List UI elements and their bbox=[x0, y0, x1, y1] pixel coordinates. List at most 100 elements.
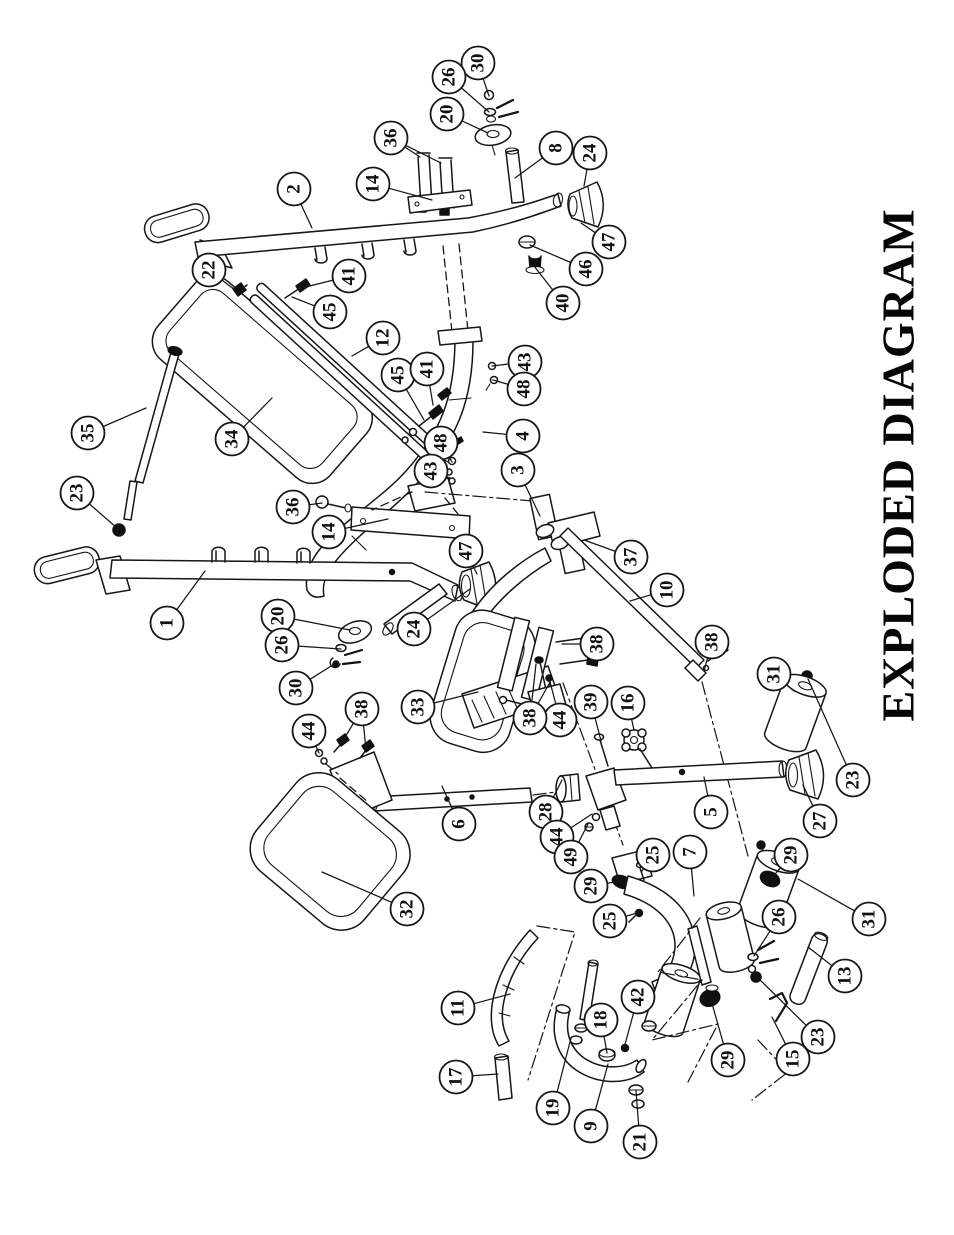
leader-line bbox=[533, 265, 554, 291]
leader-line bbox=[388, 187, 433, 201]
callout-balloon bbox=[59, 475, 95, 511]
callout-balloon bbox=[610, 685, 646, 721]
page-title: EXPLODED DIAGRAM bbox=[873, 208, 924, 721]
leader-line bbox=[362, 724, 367, 751]
callout-balloon bbox=[70, 415, 106, 451]
callout-number: 14 bbox=[363, 174, 384, 194]
callout-29: 29 bbox=[710, 999, 746, 1078]
callout-number: 6 bbox=[449, 819, 470, 829]
callout-47: 47 bbox=[448, 533, 484, 575]
callout-30: 30 bbox=[278, 662, 337, 706]
callout-29: 29 bbox=[573, 868, 622, 904]
leader-line bbox=[242, 397, 273, 428]
leader-line bbox=[524, 484, 541, 517]
callout-balloon bbox=[500, 452, 536, 488]
callout-balloon bbox=[355, 166, 391, 202]
front-post-group bbox=[424, 491, 601, 663]
callout-number: 46 bbox=[576, 260, 597, 279]
callout-14: 14 bbox=[311, 514, 389, 550]
callout-balloon bbox=[389, 891, 425, 927]
callout-number: 38 bbox=[702, 633, 723, 652]
callout-balloon bbox=[583, 1002, 619, 1038]
callout-1: 1 bbox=[149, 570, 206, 641]
callout-balloon bbox=[835, 762, 871, 798]
callout-balloon bbox=[851, 901, 887, 937]
callout-balloon bbox=[440, 990, 476, 1026]
leader-line bbox=[472, 565, 478, 575]
leader-line bbox=[623, 1012, 635, 1049]
callout-number: 26 bbox=[272, 636, 293, 655]
callout-number: 30 bbox=[286, 679, 307, 698]
callout-number: 38 bbox=[352, 700, 373, 719]
leader-line bbox=[537, 683, 550, 705]
callout-balloon bbox=[622, 1124, 658, 1160]
callout-number: 48 bbox=[514, 380, 535, 399]
callout-18: 18 bbox=[583, 1002, 619, 1054]
callout-balloon bbox=[756, 656, 792, 692]
callout-26: 26 bbox=[753, 899, 797, 957]
callout-number: 38 bbox=[520, 709, 541, 728]
callout-number: 44 bbox=[550, 710, 571, 730]
leader-line bbox=[583, 168, 588, 187]
callout-48: 48 bbox=[492, 371, 542, 407]
callout-balloon bbox=[800, 1019, 836, 1055]
callout-balloon bbox=[592, 903, 628, 939]
callout-number: 34 bbox=[222, 429, 243, 449]
callout-number: 40 bbox=[553, 294, 574, 313]
callout-number: 25 bbox=[600, 912, 621, 931]
leader-line bbox=[755, 975, 807, 1027]
callout-31: 31 bbox=[756, 656, 795, 692]
callout-number: 29 bbox=[718, 1051, 739, 1070]
callout-balloon bbox=[710, 1042, 746, 1078]
leader-line bbox=[221, 279, 236, 291]
leader-line bbox=[531, 663, 537, 703]
leader-line bbox=[514, 157, 544, 179]
callout-46: 46 bbox=[529, 244, 604, 287]
callout-23: 23 bbox=[59, 475, 118, 529]
callout-balloon bbox=[761, 899, 797, 935]
callout-balloon bbox=[365, 320, 401, 356]
leader-line bbox=[441, 785, 453, 810]
callout-4: 4 bbox=[482, 418, 541, 454]
leader-line bbox=[351, 345, 370, 357]
callout-39: 39 bbox=[573, 684, 609, 742]
leader-line bbox=[482, 431, 508, 436]
bottom-axle-group bbox=[490, 925, 657, 1109]
callout-25: 25 bbox=[635, 837, 671, 873]
callout-number: 24 bbox=[404, 619, 425, 639]
callout-balloon bbox=[613, 539, 649, 575]
callout-number: 26 bbox=[439, 68, 460, 87]
callout-7: 7 bbox=[672, 834, 708, 897]
leader-line bbox=[300, 203, 313, 229]
callout-number: 45 bbox=[388, 366, 409, 385]
leader-line bbox=[429, 384, 434, 406]
callout-number: 18 bbox=[591, 1011, 612, 1030]
callout-balloon bbox=[672, 834, 708, 870]
callout-balloon bbox=[573, 684, 609, 720]
callout-10: 10 bbox=[629, 572, 685, 608]
horizontal-tubes bbox=[370, 756, 801, 832]
callout-number: 31 bbox=[764, 665, 785, 684]
callout-balloon bbox=[311, 514, 347, 550]
callout-40: 40 bbox=[533, 265, 581, 321]
callout-balloon bbox=[827, 958, 863, 994]
callout-balloon bbox=[512, 700, 548, 736]
leader-line bbox=[771, 1016, 787, 1045]
callout-15: 15 bbox=[771, 1016, 811, 1077]
callout-balloon bbox=[344, 691, 380, 727]
leader-line bbox=[88, 503, 118, 529]
callout-8: 8 bbox=[514, 130, 574, 179]
callout-35: 35 bbox=[70, 407, 147, 451]
leader-line bbox=[594, 1063, 609, 1111]
cone-27 bbox=[785, 749, 825, 800]
callout-balloon bbox=[438, 1059, 474, 1095]
end-cone-24 bbox=[567, 181, 604, 228]
leader-line bbox=[426, 588, 471, 621]
callout-balloon bbox=[431, 59, 467, 95]
leader-line bbox=[690, 867, 695, 897]
callout-23: 23 bbox=[807, 678, 871, 798]
leader-line bbox=[176, 570, 206, 611]
callout-number: 2 bbox=[284, 184, 305, 194]
callout-number: 23 bbox=[67, 484, 88, 503]
